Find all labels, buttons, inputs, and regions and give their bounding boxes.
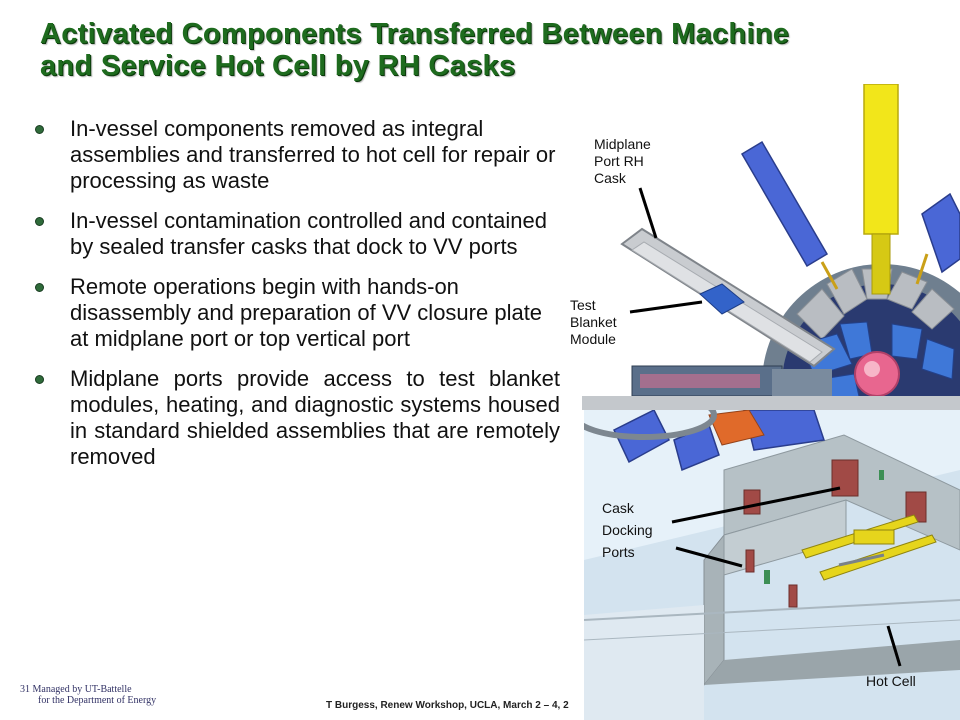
label-line: Blanket [570,314,617,330]
page-number: 31 [20,684,30,695]
bullet-item: In-vessel components removed as integral… [34,116,560,194]
hot-cell-illustration [584,410,960,720]
label-line: Cask [594,170,626,186]
label-midplane-port-rh-cask: Midplane Port RH Cask [594,136,651,187]
department-text: for the Department of Energy [38,695,157,706]
label-line: Module [570,331,616,347]
bullet-text: Remote operations begin with hands-on di… [70,274,543,351]
title-line-2: and Service Hot Cell by RH Casks [40,50,516,82]
label-line: Midplane [594,136,651,152]
managed-by-text: Managed by UT-Battelle [32,684,132,695]
label-line: Port RH [594,153,644,169]
label-line: Docking [602,522,653,538]
footer-citation: T Burgess, Renew Workshop, UCLA, March 2… [326,700,569,711]
bullet-text: Midplane ports provide access to test bl… [70,366,560,469]
footer-attribution: 31 Managed by UT-Battelle for the Depart… [20,684,156,706]
bullet-dot-icon [35,375,44,384]
bullet-dot-icon [35,125,44,134]
label-hot-cell: Hot Cell [866,673,916,689]
bullet-item: Midplane ports provide access to test bl… [34,366,560,470]
bullet-item: In-vessel contamination controlled and c… [34,208,560,260]
bullet-text: In-vessel contamination controlled and c… [70,208,547,259]
label-test-blanket-module: Test Blanket Module [570,297,617,348]
bullet-item: Remote operations begin with hands-on di… [34,274,560,352]
bullet-dot-icon [35,283,44,292]
bullet-dot-icon [35,217,44,226]
label-line: Ports [602,544,635,560]
title-line-1: Activated Components Transferred Between… [40,18,790,50]
label-line: Cask [602,500,634,516]
bullet-text: In-vessel components removed as integral… [70,116,556,193]
bullet-list: In-vessel components removed as integral… [34,116,560,484]
label-line: Test [570,297,596,313]
tokamak-cask-illustration [582,84,960,410]
slide-title: Activated Components Transferred Between… [40,18,950,82]
label-cask-docking-ports: Cask Docking Ports [602,497,653,563]
